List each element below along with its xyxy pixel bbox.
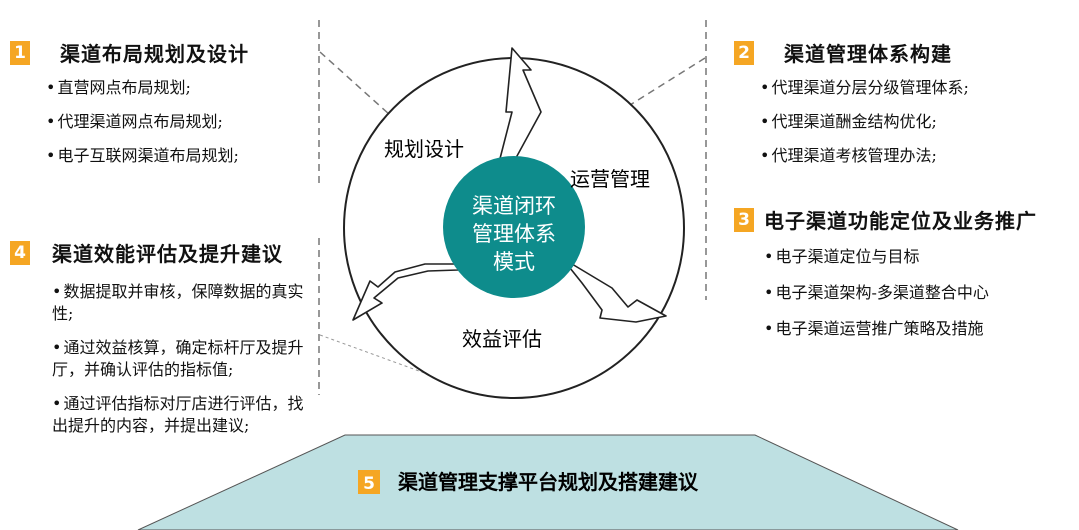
list-item: 数据提取并审核，保障数据的真实性; [52,281,316,325]
section-title: 渠道布局规划及设计 [60,42,249,66]
bullet-list: 直营网点布局规划; 代理渠道网点布局规划; 电子互联网渠道布局规划; [46,77,310,167]
section-header: 3 电子渠道功能定位及业务推广 [734,205,1074,234]
list-item: 代理渠道网点布局规划; [46,111,310,133]
section-management-system: 2 渠道管理体系构建 代理渠道分层分级管理体系; 代理渠道酬金结构优化; 代理渠… [734,38,1064,179]
section-header: 2 渠道管理体系构建 [734,38,1064,67]
list-item: 通过评估指标对厅店进行评估，找出提升的内容，并提出建议; [52,393,316,437]
arrow-ops-to-eval [561,257,667,323]
section-header: 4 渠道效能评估及提升建议 [10,238,310,267]
section-layout-planning: 1 渠道布局规划及设计 直营网点布局规划; 代理渠道网点布局规划; 电子互联网渠… [10,38,310,179]
list-item: 代理渠道酬金结构优化; [760,111,1064,133]
list-item: 电子互联网渠道布局规划; [46,145,310,167]
section-e-channel: 3 电子渠道功能定位及业务推广 电子渠道定位与目标 电子渠道架构-多渠道整合中心… [734,205,1074,354]
segment-label-eval: 效益评估 [462,327,542,351]
leader-line-4 [319,334,431,376]
section-title: 电子渠道功能定位及业务推广 [764,209,1037,233]
leader-line-2 [629,57,706,106]
bullet-list: 代理渠道分层分级管理体系; 代理渠道酬金结构优化; 代理渠道考核管理办法; [760,77,1064,167]
platform-title: 渠道管理支撑平台规划及搭建建议 [398,470,699,494]
list-item: 通过效益核算，确定标杆厅及提升厅，并确认评估的指标值; [52,337,316,381]
section-title: 渠道管理体系构建 [784,42,952,66]
platform-trapezoid [137,434,959,530]
list-item: 直营网点布局规划; [46,77,310,99]
segment-label-ops: 运营管理 [570,167,650,191]
center-text-line2: 管理体系 [472,222,556,246]
num-badge-3: 3 [734,207,754,232]
section-title: 渠道效能评估及提升建议 [52,242,283,266]
section-efficiency-evaluation: 4 渠道效能评估及提升建议 数据提取并审核，保障数据的真实性; 通过效益核算，确… [10,238,310,449]
leader-line-1 [319,51,391,116]
center-text-line1: 渠道闭环 [472,194,556,218]
list-item: 代理渠道分层分级管理体系; [760,77,1064,99]
section-header: 1 渠道布局规划及设计 [10,38,310,67]
num-5-text: 5 [363,474,375,494]
segment-label-plan: 规划设计 [384,137,464,161]
arrow-eval-to-plan [352,263,467,321]
bullet-list: 电子渠道定位与目标 电子渠道架构-多渠道整合中心 电子渠道运营推广策略及措施 [764,246,1074,340]
num-badge-1: 1 [10,40,30,65]
center-circle [443,156,585,298]
num-badge-2: 2 [734,40,754,65]
num-badge-5 [358,470,380,494]
center-text-line3: 模式 [493,250,535,274]
list-item: 电子渠道定位与目标 [764,246,1074,268]
list-item: 代理渠道考核管理办法; [760,145,1064,167]
list-item: 电子渠道架构-多渠道整合中心 [764,282,1074,304]
num-badge-4: 4 [10,240,30,265]
bullet-list: 数据提取并审核，保障数据的真实性; 通过效益核算，确定标杆厅及提升厅，并确认评估… [52,281,316,437]
list-item: 电子渠道运营推广策略及措施 [764,318,1074,340]
